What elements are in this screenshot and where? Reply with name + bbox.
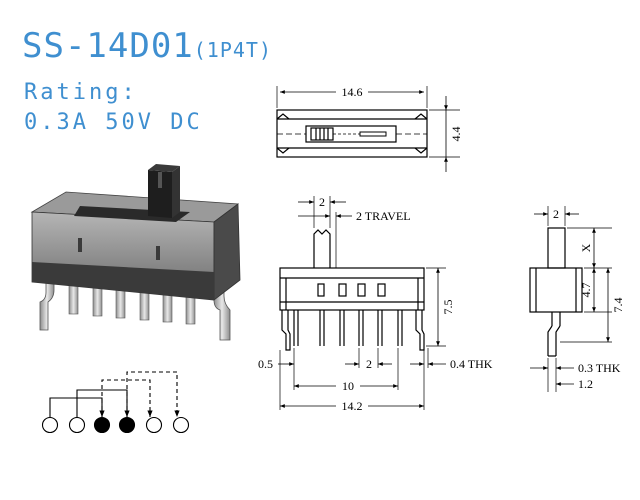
rating-label: Rating:	[24, 80, 138, 105]
front-window	[377, 283, 386, 297]
schematic-contact-open	[172, 416, 190, 434]
contact-schematic	[41, 371, 190, 434]
front-left-offset-dim: 0.5	[258, 357, 273, 371]
side-pin-offset-dim: 1.2	[578, 377, 593, 391]
schematic-contact-open	[68, 416, 86, 434]
schematic-contact-closed	[118, 416, 136, 434]
rating-block: Rating: 0.3A 50V DC	[24, 78, 203, 138]
schematic-wire-1	[49, 397, 105, 417]
pole-throw-label: (1P4T)	[193, 38, 273, 62]
schematic-contact-open	[145, 416, 163, 434]
front-actuator-dim: 2	[319, 195, 325, 209]
rating-value: 0.3A 50V DC	[24, 110, 203, 135]
front-height-dim: 7.5	[441, 300, 455, 315]
schematic-wire-2	[76, 389, 130, 417]
side-actuator-height-dim: X	[579, 243, 593, 252]
model-number: SS-14D01	[22, 26, 194, 66]
side-body	[529, 267, 583, 313]
top-view: 14.6 4.4	[276, 85, 463, 172]
side-overall-dim: 7.4	[611, 298, 625, 313]
schematic-wire-4	[126, 371, 180, 417]
side-pin-thickness-dim: 0.3 THK	[578, 361, 621, 375]
front-pin-thickness-dim: 0.4 THK	[450, 357, 493, 371]
front-window	[357, 283, 366, 297]
side-actuator-dim: 2	[553, 207, 559, 221]
front-actuator	[313, 229, 331, 268]
top-width-dim: 14.6	[342, 85, 363, 99]
top-height-dim: 4.4	[449, 127, 463, 142]
schematic-contact-closed	[93, 416, 111, 434]
photo-actuator	[148, 164, 180, 218]
product-title: SS-14D01(1P4T)	[22, 26, 272, 66]
product-photo	[30, 164, 241, 341]
side-view: 2 X 4.7 7.4 0.3 THK 1.2	[529, 206, 625, 392]
photo-body-base	[32, 262, 214, 300]
front-pitch-dim: 2	[366, 357, 372, 371]
top-view-actuator	[310, 127, 334, 141]
top-view-outline	[276, 109, 428, 158]
front-body	[279, 267, 425, 311]
schematic-wire-3	[101, 379, 153, 417]
side-actuator	[547, 227, 566, 269]
front-span-dim: 10	[342, 379, 354, 393]
photo-body-notch	[156, 246, 160, 260]
front-travel-dim: 2 TRAVEL	[356, 209, 411, 223]
front-body-dim: 14.2	[342, 399, 363, 413]
schematic-contact-open	[41, 416, 59, 434]
side-body-dim: 4.7	[579, 283, 593, 298]
photo-slot	[74, 206, 190, 222]
photo-body-notch	[78, 238, 82, 252]
front-window	[338, 283, 347, 297]
front-window	[317, 283, 325, 297]
front-view: 2 2 TRAVEL 7.5 0.5 2 0.4 THK 10 14.2	[258, 195, 493, 413]
front-pins	[281, 310, 425, 351]
